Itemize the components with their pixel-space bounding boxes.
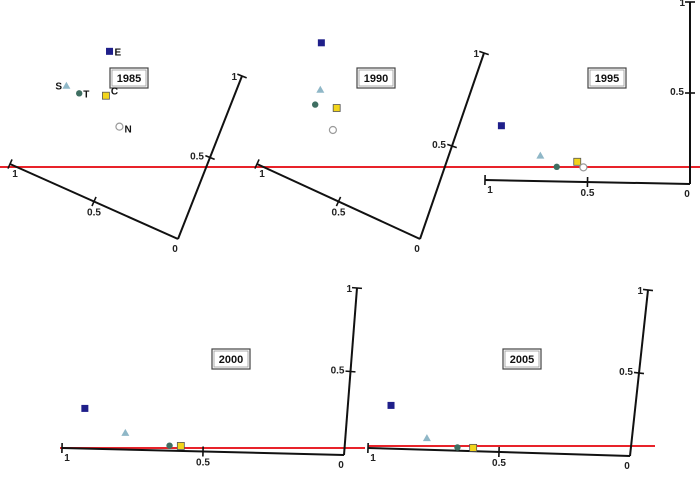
right-axis-tick	[642, 288, 654, 292]
right-axis-tick-label: 0.5	[190, 152, 204, 163]
point-label: S	[55, 82, 62, 93]
point-label: E	[115, 47, 122, 58]
year-title-inner-box	[213, 350, 249, 368]
data-point-filled-circle	[454, 444, 461, 451]
lower-axis-tick-label: 1	[259, 169, 265, 180]
data-point-triangle	[121, 428, 130, 436]
right-axis-tick	[351, 286, 363, 290]
data-point-yellow-square	[102, 91, 110, 100]
lower-axis-tick-label: 0.5	[87, 208, 101, 219]
data-point-triangle	[536, 151, 545, 159]
data-point-filled-circle	[553, 163, 560, 171]
lower-axis-tick	[7, 159, 13, 169]
origin-tick-label: 0	[338, 460, 344, 471]
right-axis-tick-label: 1	[473, 49, 479, 60]
lower-axis-tick-label: 0.5	[492, 458, 506, 469]
lower-axis-tick-label: 0.5	[196, 458, 210, 469]
origin-tick-label: 0	[172, 244, 178, 255]
data-point-yellow-square	[332, 104, 341, 112]
origin-tick-label: 0	[414, 244, 420, 255]
right-axis-tick-label: 1	[637, 286, 643, 297]
data-point-filled-square	[81, 404, 89, 412]
right-axis-tick	[479, 50, 489, 56]
data-point-triangle	[422, 434, 431, 442]
data-point-open-circle	[579, 163, 588, 172]
year-title: 2000	[219, 354, 243, 366]
year-title-box	[502, 348, 542, 370]
lower-axis-tick-label: 0.5	[581, 188, 595, 199]
right-axis-tick-label: 1	[231, 72, 237, 83]
point-label: N	[124, 125, 131, 136]
right-axis-tick-label: 0.5	[619, 367, 633, 378]
right-axis-tick	[447, 143, 457, 149]
point-label: C	[111, 87, 118, 98]
lower-axis-tick	[91, 196, 97, 207]
data-point-open-circle	[328, 125, 337, 135]
data-point-filled-square	[317, 39, 325, 47]
right-axis-tick-label: 0.5	[432, 140, 446, 151]
lower-axis-tick-label: 1	[12, 169, 18, 180]
lower-axis-tick-label: 1	[370, 453, 376, 464]
year-title-box	[211, 348, 251, 370]
data-point-filled-square	[387, 401, 395, 409]
data-point-filled-circle	[76, 90, 83, 97]
data-point-yellow-square	[176, 442, 185, 450]
data-point-filled-square	[497, 122, 505, 130]
right-axis-tick	[345, 370, 356, 373]
year-title-inner-box	[358, 69, 394, 87]
data-point-triangle	[316, 85, 325, 93]
year-title-box	[587, 67, 627, 89]
right-axis-tick-label: 0.5	[331, 366, 345, 377]
origin-tick-label: 0	[684, 189, 690, 200]
right-axis-tick-label: 1	[679, 0, 685, 9]
year-title: 1995	[595, 73, 619, 85]
year-title: 1985	[117, 73, 141, 85]
year-title: 1990	[364, 73, 388, 85]
year-title-inner-box	[111, 69, 147, 87]
data-point-yellow-square	[469, 443, 478, 452]
right-axis-tick	[237, 73, 247, 79]
year-title-box	[356, 67, 396, 89]
data-point-filled-circle	[166, 442, 173, 449]
right-axis-tick-label: 1	[346, 284, 352, 295]
lower-axis-tick-label: 0.5	[332, 208, 346, 219]
data-point-filled-square	[106, 47, 114, 55]
right-axis-tick-label: 0.5	[670, 87, 684, 98]
data-point-triangle	[62, 81, 71, 89]
year-title-box	[109, 67, 149, 89]
data-point-yellow-square	[573, 157, 582, 166]
year-title: 2005	[510, 354, 534, 366]
lower-axis-tick-label: 1	[64, 453, 70, 464]
lower-axis-tick	[254, 159, 260, 169]
right-axis-tick	[633, 371, 645, 375]
data-point-filled-circle	[312, 101, 319, 108]
year-title-inner-box	[504, 350, 540, 368]
lower-axis-tick-label: 1	[487, 185, 493, 196]
lower-axis-tick	[335, 196, 342, 207]
data-point-open-circle	[115, 122, 124, 131]
right-axis-tick	[205, 154, 215, 161]
point-label: T	[83, 89, 89, 100]
year-title-inner-box	[589, 69, 625, 87]
origin-tick-label: 0	[624, 461, 630, 472]
